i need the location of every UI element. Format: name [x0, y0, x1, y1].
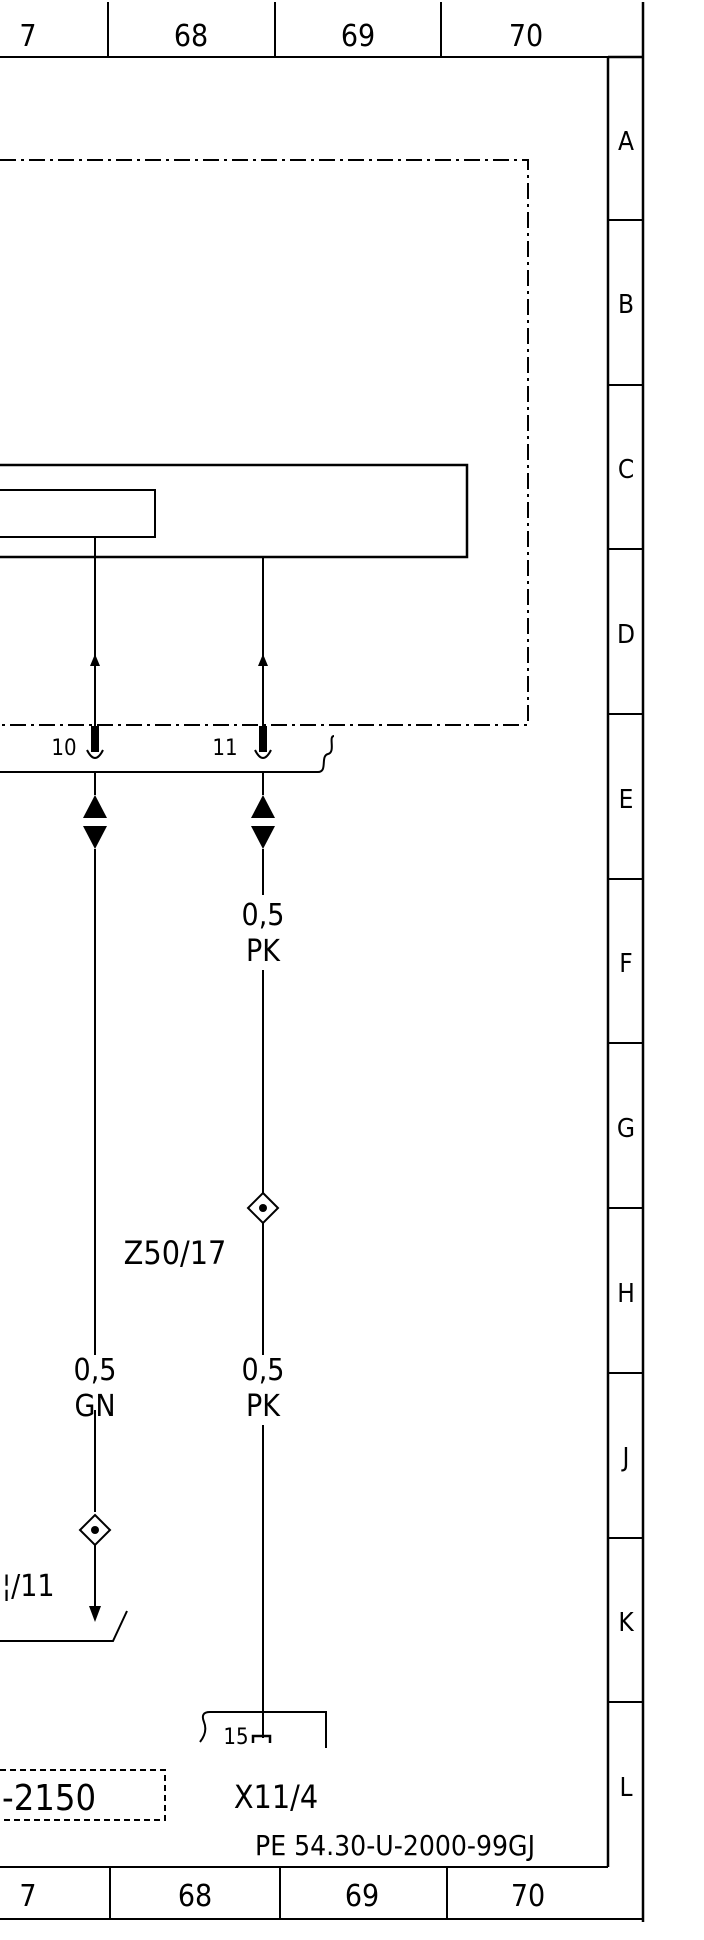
row-label-d: D	[617, 620, 635, 650]
frame	[606, 2, 645, 1922]
connector-line	[0, 735, 335, 773]
bottom-connector-outline	[199, 1711, 327, 1748]
bottom-grid-col-68: 68	[178, 1879, 212, 1914]
wire-pk-upper-color: PK	[246, 934, 281, 969]
connector-pins	[86, 726, 272, 759]
page-ref-text: -2150	[2, 1778, 96, 1819]
top-grid-strip	[0, 2, 608, 58]
component-inner-box	[0, 489, 156, 538]
splice-left-partial-label: ¦/11	[2, 1569, 55, 1604]
wire-pk-upper-size: 0,5	[242, 898, 285, 933]
connector-pin-11-label: 11	[212, 736, 237, 761]
top-grid-col-69: 69	[341, 19, 375, 54]
bottom-connector-pin	[251, 1734, 272, 1743]
wire-pk-lower-color: PK	[246, 1389, 281, 1424]
connector-pin-10-label: 10	[51, 736, 76, 761]
splice-z50-label: Z50/17	[124, 1234, 227, 1272]
row-label-j: J	[621, 1443, 630, 1473]
arrow-down-gn	[89, 1606, 101, 1622]
page-ref-box	[0, 1769, 166, 1821]
wire-pk-lower-size: 0,5	[242, 1353, 285, 1388]
bottom-grid-col-67: 7	[19, 1879, 36, 1914]
row-label-l: L	[619, 1773, 632, 1803]
top-grid-col-67: 7	[19, 19, 36, 54]
top-grid-col-68: 68	[174, 19, 208, 54]
row-label-e: E	[619, 785, 634, 815]
row-label-g: G	[617, 1114, 635, 1144]
wire-gn-color: GN	[74, 1389, 115, 1424]
splice-z50-symbol	[246, 1191, 280, 1225]
document-code: PE 54.30-U-2000-99GJ	[255, 1829, 535, 1862]
splice-left-symbol	[78, 1513, 112, 1547]
row-strip-separators	[608, 219, 643, 1703]
component-outer-box	[0, 463, 469, 559]
ground-line	[0, 1610, 128, 1642]
top-grid-col-70: 70	[509, 19, 543, 54]
row-label-b: B	[618, 290, 634, 320]
bottom-grid-strip	[0, 1866, 643, 1920]
arrow-up-pin10	[90, 654, 100, 666]
row-label-a: A	[618, 127, 634, 157]
row-label-c: C	[618, 455, 634, 485]
wire-gn-size: 0,5	[74, 1353, 117, 1388]
bottom-connector-pin-label: 15	[223, 1725, 248, 1750]
arrow-up-pin11	[258, 654, 268, 666]
bottom-connector-label: X11/4	[234, 1778, 318, 1816]
row-labels: A B C D E F G H J K L	[617, 127, 635, 1803]
row-label-h: H	[617, 1279, 635, 1309]
row-label-k: K	[618, 1608, 634, 1638]
plug-socket-symbols	[83, 795, 275, 849]
bottom-grid-col-70: 70	[511, 1879, 545, 1914]
bottom-grid-col-69: 69	[345, 1879, 379, 1914]
row-label-f: F	[619, 949, 632, 979]
